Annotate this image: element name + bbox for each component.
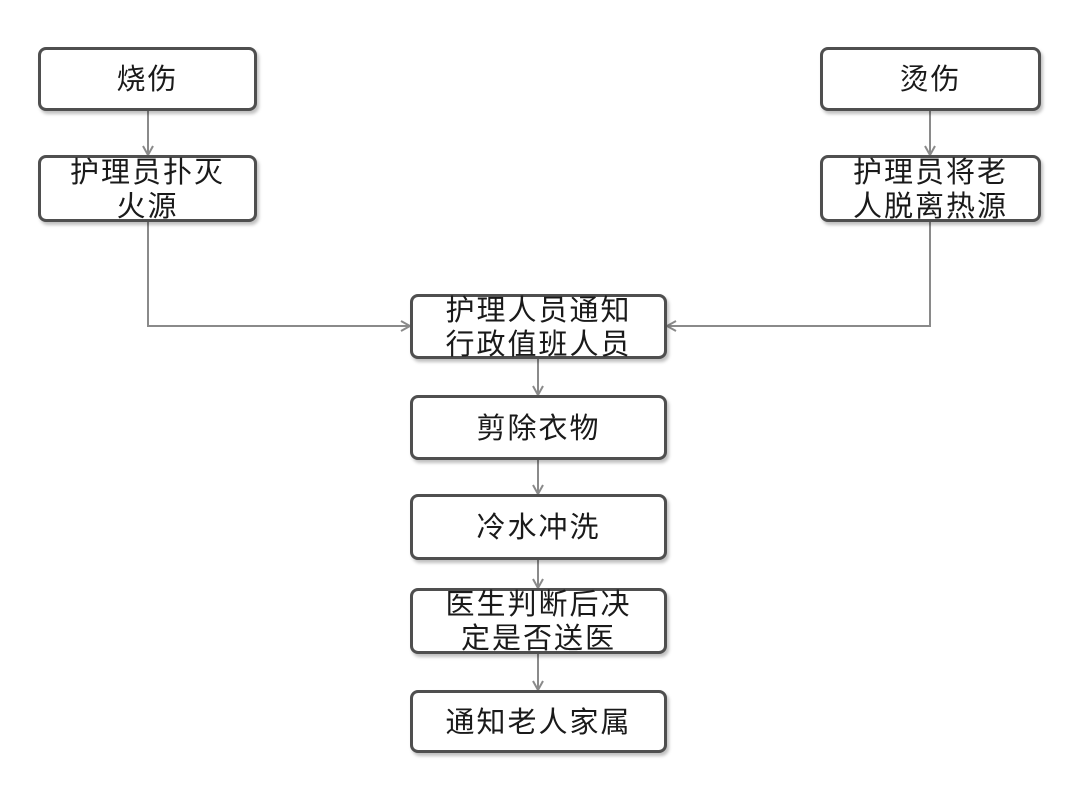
burn-box: 烧伤 — [38, 47, 257, 111]
doctor-decide-label: 医生判断后决 定是否送医 — [445, 587, 632, 655]
burn-label: 烧伤 — [116, 62, 179, 96]
cold-rinse-label: 冷水冲洗 — [476, 510, 601, 544]
cold-rinse-box: 冷水冲洗 — [410, 494, 667, 560]
connector-scald-action-to-notify — [667, 220, 931, 326]
doctor-decide-box: 医生判断后决 定是否送医 — [410, 587, 667, 655]
notify-admin-box: 护理人员通知 行政值班人员 — [410, 292, 667, 361]
connector-burn-action-to-notify — [147, 220, 410, 326]
cut-clothes-box: 剪除衣物 — [410, 395, 667, 460]
cut-clothes-label: 剪除衣物 — [476, 410, 601, 445]
burn-action-box: 护理员扑灭 火源 — [38, 154, 257, 223]
scald-action-label: 护理员将老 人脱离热源 — [852, 154, 1008, 223]
scald-label: 烫伤 — [899, 62, 962, 96]
notify-family-label: 通知老人家属 — [445, 704, 632, 739]
scald-action-box: 护理员将老 人脱离热源 — [820, 154, 1041, 223]
notify-family-box: 通知老人家属 — [410, 690, 667, 753]
burn-action-label: 护理员扑灭 火源 — [69, 154, 225, 223]
notify-admin-label: 护理人员通知 行政值班人员 — [445, 292, 632, 361]
scald-box: 烫伤 — [820, 47, 1041, 111]
